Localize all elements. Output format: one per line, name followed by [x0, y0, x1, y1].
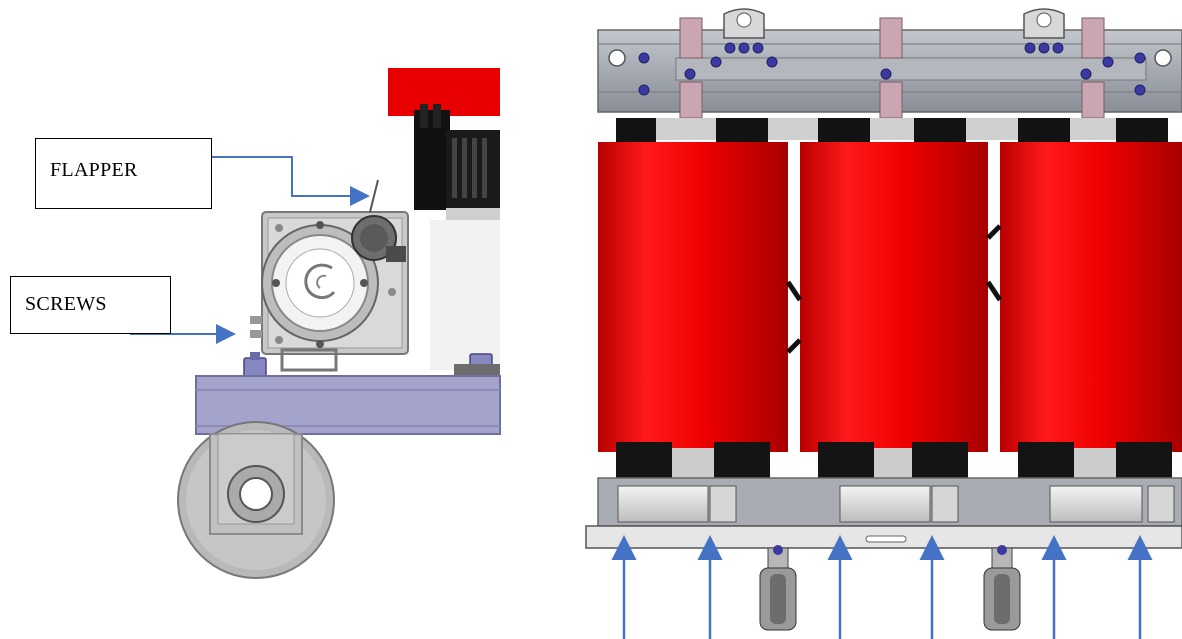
- right-transformer-view: [585, 8, 1182, 639]
- coils: [598, 142, 1182, 452]
- flapper-arrow-icon: [212, 156, 370, 206]
- flapper-callout: FLAPPER: [35, 138, 212, 209]
- screws-label: SCREWS: [25, 293, 107, 315]
- yoke-bolts: [638, 42, 1146, 96]
- flapper: [369, 179, 379, 213]
- coil-phase-2: [800, 142, 988, 452]
- left-detail-view: [130, 68, 501, 579]
- screws-callout: SCREWS: [10, 276, 171, 334]
- caster-wheels: [759, 545, 1021, 631]
- cooling-fans: [617, 485, 1175, 523]
- flapper-label: FLAPPER: [50, 159, 138, 181]
- coil-phase-1: [598, 142, 788, 452]
- upper-coil-clamps: [616, 118, 1168, 144]
- arrow-icon-group: [611, 535, 1153, 639]
- fan-bracket: [280, 348, 338, 372]
- base-bolts: [243, 352, 500, 379]
- coil-clamp: [414, 104, 500, 220]
- lifting-lugs: [723, 8, 1065, 39]
- support-pillar: [430, 220, 500, 370]
- lower-coil-clamps: [616, 442, 1172, 478]
- caster-wheel-icon: [177, 421, 335, 579]
- coil-connections: [785, 224, 1003, 354]
- upper-spacers: [656, 118, 1116, 140]
- lower-spacers: [672, 448, 1116, 478]
- coil-corner: [388, 68, 500, 116]
- top-clamps: [679, 17, 1105, 119]
- fan-icon: [250, 179, 409, 355]
- coil-phase-3: [1000, 142, 1182, 452]
